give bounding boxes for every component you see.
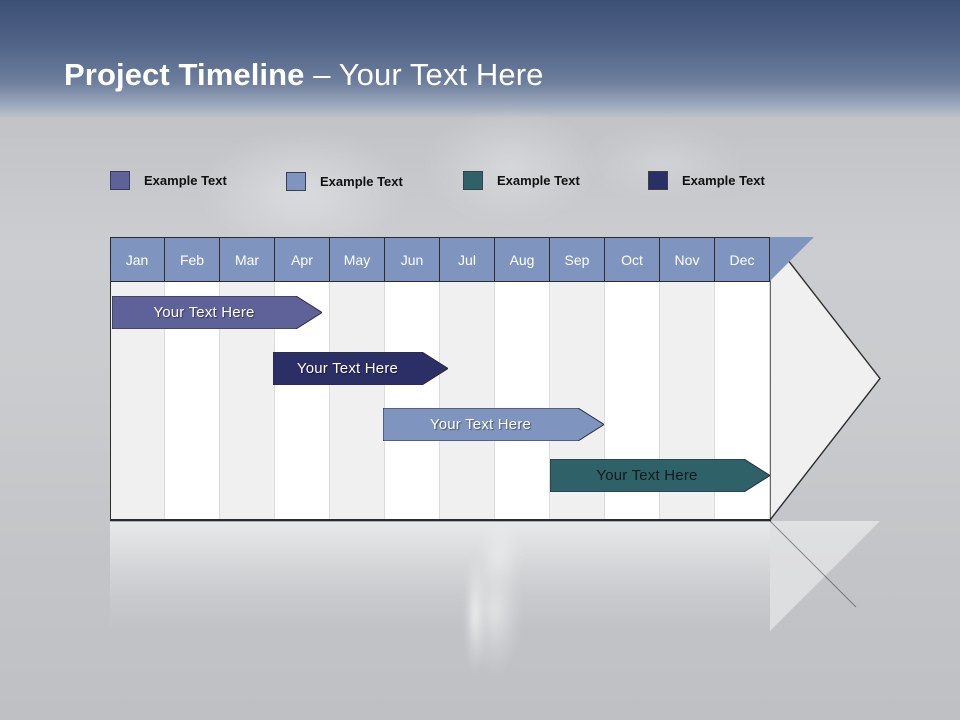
legend-swatch-icon [286, 172, 306, 191]
timeline-header-rule [110, 281, 770, 282]
month-header-oct: Oct [605, 237, 660, 282]
legend-item-4[interactable]: Example Text [648, 171, 765, 190]
timeline-arrow-head [770, 237, 882, 520]
timeline-column-jan: Jan [110, 237, 165, 520]
legend-item-1[interactable]: Example Text [110, 171, 227, 190]
month-header-nov: Nov [660, 237, 715, 282]
task-bar-label: Your Text Here [153, 304, 255, 321]
legend-item-label: Example Text [682, 173, 765, 188]
timeline-cell [385, 282, 440, 520]
timeline-column-jun: Jun [385, 237, 440, 520]
task-bar-2[interactable]: Your Text Here [273, 352, 448, 385]
legend-item-2[interactable]: Example Text [286, 172, 403, 191]
task-bar-label: Your Text Here [296, 360, 399, 377]
timeline-column-aug: Aug [495, 237, 550, 520]
task-bar-1[interactable]: Your Text Here [112, 296, 322, 329]
timeline-cell [440, 282, 495, 520]
month-header-jul: Jul [440, 237, 495, 282]
month-header-feb: Feb [165, 237, 220, 282]
page-title-light: – Your Text Here [304, 57, 544, 92]
timeline-column-mar: Mar [220, 237, 275, 520]
legend-item-label: Example Text [497, 173, 580, 188]
task-bar-label: Your Text Here [596, 467, 698, 484]
timeline-reflection-arrow [769, 520, 882, 631]
month-header-jan: Jan [110, 237, 165, 282]
month-header-apr: Apr [275, 237, 330, 282]
legend-item-3[interactable]: Example Text [463, 171, 580, 190]
task-bar-4[interactable]: Your Text Here [550, 459, 770, 492]
timeline-column-feb: Feb [165, 237, 220, 520]
task-bar-3[interactable]: Your Text Here [383, 408, 604, 441]
header-band [0, 0, 960, 118]
legend-item-label: Example Text [320, 174, 403, 189]
page-title-strong: Project Timeline [64, 57, 305, 92]
month-header-mar: Mar [220, 237, 275, 282]
timeline-reflection [110, 521, 770, 631]
task-bar-label: Your Text Here [429, 416, 532, 433]
legend-swatch-icon [110, 171, 130, 190]
timeline-column-jul: Jul [440, 237, 495, 520]
month-header-may: May [330, 237, 385, 282]
legend-item-label: Example Text [144, 173, 227, 188]
page-title: Project Timeline – Your Text Here [64, 57, 543, 93]
timeline-cell [495, 282, 550, 520]
timeline-cell [330, 282, 385, 520]
legend-swatch-icon [648, 171, 668, 190]
legend-swatch-icon [463, 171, 483, 190]
month-header-sep: Sep [550, 237, 605, 282]
month-header-jun: Jun [385, 237, 440, 282]
month-header-aug: Aug [495, 237, 550, 282]
month-header-dec: Dec [715, 237, 770, 282]
timeline-column-may: May [330, 237, 385, 520]
